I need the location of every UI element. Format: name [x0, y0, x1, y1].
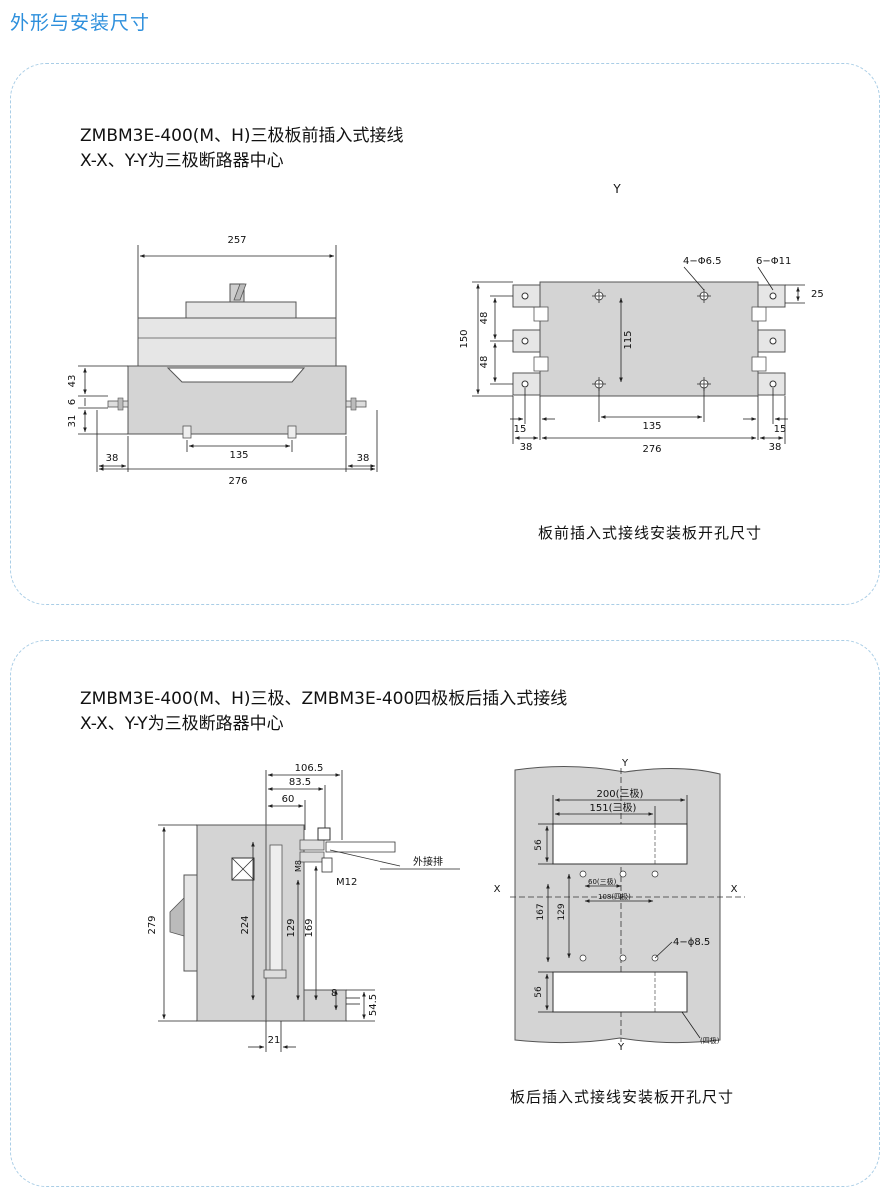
front-wiring-subheading: X-X、Y-Y为三极断路器中心	[80, 151, 284, 171]
dim-54-5: 54.5	[368, 994, 379, 1016]
dim-60-cut: 60(三极)	[588, 877, 617, 886]
page-title: 外形与安装尺寸	[10, 12, 151, 34]
dim-129: 129	[286, 918, 297, 937]
dim-56-a: 56	[534, 839, 544, 851]
dim-83-5: 83.5	[289, 777, 311, 788]
axis-y-top: Y	[621, 758, 629, 769]
dim-43: 43	[67, 375, 78, 388]
dim-135: 135	[229, 450, 248, 461]
dim-60: 60	[282, 794, 295, 805]
rear-wiring-panel	[10, 640, 880, 1187]
dim-48-a: 48	[479, 312, 490, 325]
rear-cutout-caption: 板后插入式接线安装板开孔尺寸	[510, 1088, 735, 1106]
dim-38-plate-right: 38	[769, 442, 782, 453]
dim-15-right: 15	[774, 424, 787, 435]
dim-48-b: 48	[479, 356, 490, 369]
m12-label: M12	[336, 877, 357, 888]
axis-x-right: X	[731, 884, 738, 895]
axis-y-bottom: Y	[617, 1042, 625, 1053]
dim-224: 224	[240, 915, 251, 934]
holes-label-rear: 4−ϕ8.5	[673, 937, 710, 948]
dim-135-plate: 135	[642, 421, 661, 432]
dim-106-5: 106.5	[295, 763, 324, 774]
rear-cutout-drawing: Y Y X X 200(三极) 151(三极) 56 56 167 1	[494, 758, 745, 1053]
dim-129-cut: 129	[557, 903, 567, 920]
dim-257: 257	[227, 235, 246, 246]
rear-wiring-heading: ZMBM3E-400(M、H)三极、ZMBM3E-400四极板后插入式接线	[80, 689, 568, 709]
dim-276: 276	[228, 476, 247, 487]
rear-side-drawing: 106.5 83.5 60 外接排 M8 M12 279	[147, 763, 460, 1052]
front-plate-drawing: Y 4−Φ6.5 6−Φ11	[459, 182, 824, 455]
dim-169: 169	[304, 918, 315, 937]
dim-115: 115	[623, 330, 634, 349]
dim-279: 279	[147, 915, 158, 934]
busbar-label: 外接排	[413, 855, 443, 868]
dim-38-left: 38	[106, 453, 119, 464]
dim-31: 31	[67, 415, 78, 428]
dim-25: 25	[811, 289, 824, 300]
dim-6: 6	[67, 399, 78, 405]
holes-label-a: 4−Φ6.5	[683, 256, 722, 267]
dim-150: 150	[459, 329, 470, 348]
dim-167: 167	[536, 903, 546, 920]
m8-label: M8	[294, 860, 303, 872]
axis-y-label: Y	[612, 182, 621, 196]
rear-wiring-subheading: X-X、Y-Y为三极断路器中心	[80, 714, 284, 734]
dim-200: 200(三极)	[597, 787, 644, 800]
dim-276-plate: 276	[642, 444, 661, 455]
axis-x-left: X	[494, 884, 501, 895]
front-cutout-caption: 板前插入式接线安装板开孔尺寸	[538, 524, 763, 542]
dim-151: 151(三极)	[590, 801, 637, 814]
dim-56-b: 56	[534, 986, 544, 998]
dim-38-right: 38	[357, 453, 370, 464]
four-pole-label: (四极)	[700, 1036, 720, 1045]
front-wiring-heading: ZMBM3E-400(M、H)三极板前插入式接线	[80, 126, 404, 146]
dim-108: 108(四极)	[598, 892, 631, 901]
dim-38-plate-left: 38	[520, 442, 533, 453]
holes-label-b: 6−Φ11	[756, 256, 791, 267]
dim-21: 21	[268, 1035, 281, 1046]
dim-15-left: 15	[514, 424, 527, 435]
front-breaker-drawing: 257 43 6 31 135	[67, 235, 378, 487]
dim-8: 8	[331, 988, 337, 999]
